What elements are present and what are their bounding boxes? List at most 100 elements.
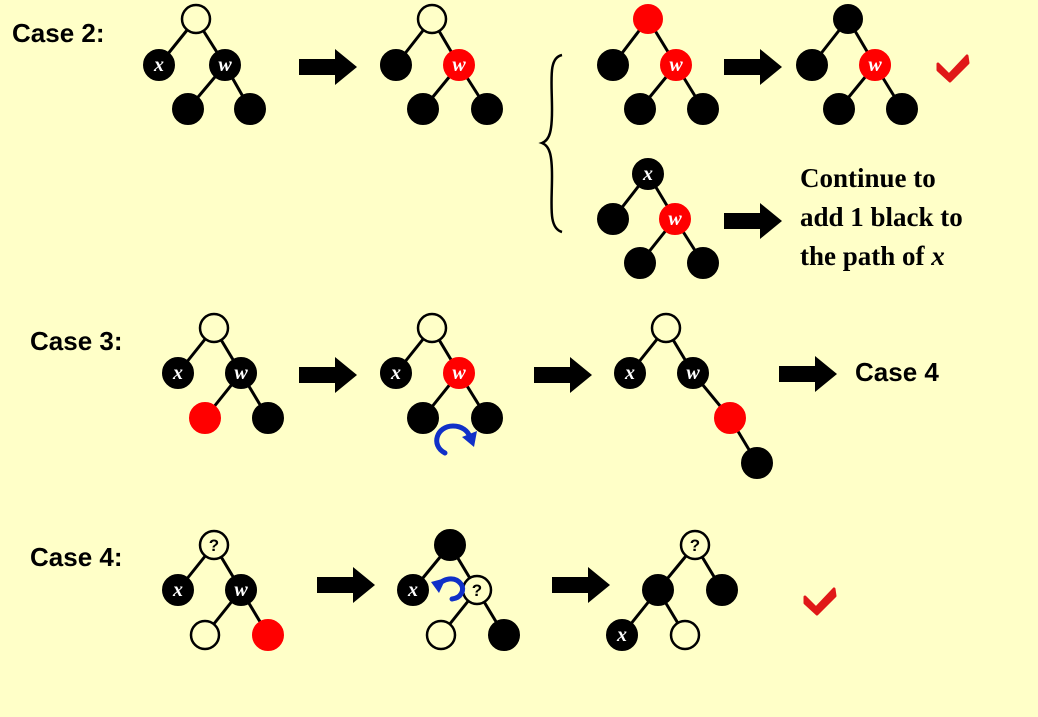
node-label-x: x — [390, 362, 401, 384]
tree-node-x — [162, 574, 194, 606]
node-label-unknown: ? — [209, 536, 219, 555]
arrow-right-icon — [724, 203, 782, 239]
continue-note-var: x — [930, 241, 945, 271]
case-2-tree-after-recolor: w — [380, 3, 503, 125]
tree-node — [687, 247, 719, 279]
case-4-label: Case 4: — [30, 542, 123, 572]
tree-node — [714, 402, 746, 434]
continue-note-line-3: the path of x — [800, 241, 945, 271]
node-label-x: x — [407, 579, 418, 601]
case-3-tree-before: x w — [162, 312, 284, 434]
tree-node — [252, 402, 284, 434]
tree-node-unknown — [679, 529, 711, 561]
tree-node — [624, 247, 656, 279]
tree-node — [234, 93, 266, 125]
case-4-tree-after-rotation: ? x — [606, 529, 738, 651]
tree-node — [425, 619, 457, 651]
continue-note-line-1: Continue to — [800, 163, 936, 193]
tree-node-x — [397, 574, 429, 606]
node-label-w: w — [686, 362, 700, 384]
node-label-x: x — [172, 579, 183, 601]
tree-node-w — [443, 357, 475, 389]
tree-node — [823, 93, 855, 125]
tree-node — [669, 619, 701, 651]
arrow-right-icon — [299, 49, 357, 85]
arrow-right-icon — [724, 49, 782, 85]
tree-node — [597, 203, 629, 235]
tree-node-unknown — [198, 529, 230, 561]
node-label-w: w — [868, 54, 882, 76]
tree-node — [407, 93, 439, 125]
tree-node — [189, 402, 221, 434]
node-label-x: x — [153, 54, 164, 76]
tree-node-w — [443, 49, 475, 81]
tree-node — [172, 93, 204, 125]
tree-node — [407, 402, 439, 434]
tree-node — [796, 49, 828, 81]
tree-node — [180, 3, 212, 35]
arrow-right-icon — [552, 567, 610, 603]
checkmark-icon — [936, 54, 970, 83]
tree-node — [416, 312, 448, 344]
tree-node — [189, 619, 221, 651]
node-label-unknown: ? — [472, 581, 482, 600]
node-label-w: w — [234, 362, 248, 384]
arrow-right-icon — [779, 356, 837, 392]
node-label-w: w — [452, 362, 466, 384]
tree-node — [471, 402, 503, 434]
tree-node-w — [659, 203, 691, 235]
case-3-tree-recolor: x w — [380, 312, 503, 434]
tree-node — [642, 574, 674, 606]
arrow-right-icon — [534, 357, 592, 393]
continue-note-prefix: the path of — [800, 241, 931, 271]
tree-node — [488, 619, 520, 651]
tree-node-x — [632, 158, 664, 190]
case-2-tree-continue: x w — [597, 158, 719, 279]
node-label-w: w — [452, 54, 466, 76]
tree-node — [434, 529, 466, 561]
node-label-w: w — [218, 54, 232, 76]
tree-node-w — [677, 357, 709, 389]
tree-node — [633, 4, 663, 34]
tree-node — [687, 93, 719, 125]
case-3-label: Case 3: — [30, 326, 123, 356]
case-2-label: Case 2: — [12, 18, 105, 48]
node-label-w: w — [234, 579, 248, 601]
arrow-right-icon — [317, 567, 375, 603]
tree-node-w — [209, 49, 241, 81]
tree-node-x — [606, 619, 638, 651]
tree-node-w — [859, 49, 891, 81]
tree-node-x — [380, 357, 412, 389]
case-4-tree-before: ? x w — [162, 529, 284, 651]
tree-node — [597, 49, 629, 81]
checkmark-icon — [803, 587, 837, 616]
rotate-clockwise-icon — [434, 423, 477, 456]
node-label-x: x — [172, 362, 183, 384]
tree-node — [741, 447, 773, 479]
tree-node — [886, 93, 918, 125]
node-label-x: x — [624, 362, 635, 384]
node-label-w: w — [668, 208, 682, 230]
arrow-right-icon — [299, 357, 357, 393]
tree-node-x — [143, 49, 175, 81]
tree-node — [471, 93, 503, 125]
node-label-x: x — [616, 624, 627, 646]
continue-note-line-2: add 1 black to — [800, 202, 963, 232]
tree-node — [198, 312, 230, 344]
tree-node — [380, 49, 412, 81]
tree-node-x — [162, 357, 194, 389]
tree-node — [624, 93, 656, 125]
tree-node-w — [660, 49, 692, 81]
rotate-counterclockwise-icon — [431, 576, 466, 602]
goto-case-4-label: Case 4 — [855, 357, 939, 387]
case-2-tree-red-parent: w — [597, 4, 719, 125]
brace-icon — [538, 53, 563, 234]
tree-node — [706, 574, 738, 606]
tree-node — [416, 3, 448, 35]
case-2-tree-before: x w — [143, 3, 266, 125]
node-label-x: x — [642, 163, 653, 185]
case-2-tree-done: w — [796, 4, 918, 125]
tree-node-w — [225, 357, 257, 389]
tree-node-w — [225, 574, 257, 606]
tree-node — [650, 312, 682, 344]
